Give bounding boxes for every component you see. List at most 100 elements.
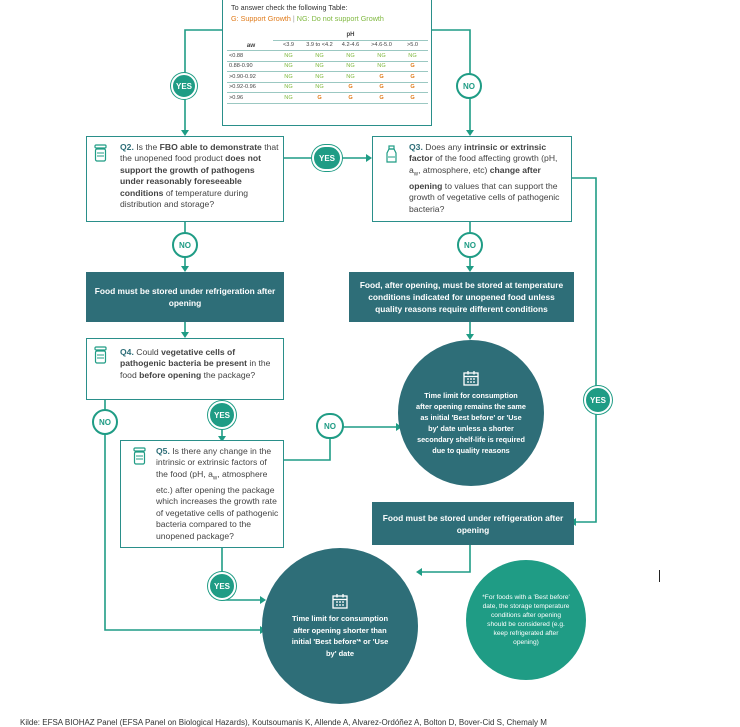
q5-number: Q5. <box>156 446 170 456</box>
growth-cell: NG <box>273 50 304 62</box>
q4-text-part: Could <box>133 347 162 357</box>
q3-bold-part: intrinsic or extrinsic factor <box>409 142 547 164</box>
jar-icon <box>133 447 146 465</box>
yes-badge-q4: YES <box>208 401 236 429</box>
time-limit-shorter-circle: Time limit for consumption after opening… <box>262 548 418 704</box>
q2-bold-part: does not support the growth of pathogens… <box>120 153 261 198</box>
legend-no-growth: NG: Do not support Growth <box>296 14 384 23</box>
growth-cell: NG <box>366 50 397 62</box>
time-limit-shorter-text: Time limit for consumption after opening… <box>291 614 389 658</box>
question-q3: Q3. Does any intrinsic or extrinsic fact… <box>372 136 572 222</box>
no-badge-q3-bottom: NO <box>457 232 483 258</box>
growth-cell: G <box>366 82 397 93</box>
q5-subscript: w <box>212 475 218 482</box>
time-limit-same-circle: Time limit for consumption after opening… <box>398 340 544 486</box>
growth-table: To answer check the following Table: G: … <box>222 0 432 126</box>
growth-cell: G <box>304 92 335 104</box>
jar-icon <box>94 346 107 364</box>
store-refrigerated-box-right: Food must be stored under refrigeration … <box>372 502 574 545</box>
yes-badge-q3: YES <box>584 386 612 414</box>
aw-range-cell: >0.90-0.92 <box>227 71 273 83</box>
growth-cell: G <box>397 92 428 104</box>
yes-badge-q5: YES <box>208 572 236 600</box>
best-before-note-text: *For foods with a 'Best before' date, th… <box>482 594 570 646</box>
growth-cell: NG <box>366 61 397 72</box>
question-q5: Q5. Is there any change in the intrinsic… <box>120 440 284 548</box>
growth-cell: NG <box>335 61 366 72</box>
yes-badge-q2: YES <box>171 73 197 99</box>
q3-text-part: to values that can support the growth of… <box>409 180 560 214</box>
aw-header: aw <box>227 40 273 51</box>
growth-cell: G <box>397 82 428 93</box>
q2-text-part: that the unopened food product <box>120 142 279 164</box>
q3-subscript: w <box>413 171 419 178</box>
growth-cell: NG <box>304 61 335 72</box>
time-limit-same-text: Time limit for consumption after opening… <box>416 391 526 455</box>
no-badge-q5: NO <box>316 413 344 439</box>
ph-col-header: 4.2-4.6 <box>335 40 366 51</box>
no-badge-q4: NO <box>92 409 118 435</box>
growth-cell: NG <box>335 50 366 62</box>
text-cursor <box>659 570 660 582</box>
calendar-icon <box>463 371 479 386</box>
growth-cell: G <box>366 92 397 104</box>
q4-text-part: in the food <box>120 358 271 380</box>
ph-col-header: >5.0 <box>397 40 428 51</box>
growth-cell: NG <box>273 82 304 93</box>
growth-cell: NG <box>304 82 335 93</box>
growth-cell: G <box>366 71 397 83</box>
q3-text-part: of the food affecting growth (pH, a <box>409 153 558 175</box>
q3-text-part: , atmosphere, etc) <box>418 164 490 175</box>
legend-separator: | <box>290 14 297 23</box>
q5-text-part: Is there any change in the intrinsic or … <box>156 446 272 479</box>
q4-text-part: the package? <box>201 369 256 380</box>
q2-text-part: of temperature during distribution and s… <box>120 187 249 210</box>
growth-cell: G <box>335 92 366 104</box>
table-intro: To answer check the following Table: <box>231 3 348 12</box>
source-caption: Kilde: EFSA BIOHAZ Panel (EFSA Panel on … <box>20 718 547 727</box>
store-as-unopened-box: Food, after opening, must be stored at t… <box>349 272 574 322</box>
growth-cell: NG <box>335 71 366 83</box>
best-before-note-circle: *For foods with a 'Best before' date, th… <box>466 560 586 680</box>
growth-cell: NG <box>304 50 335 62</box>
no-badge-q3: NO <box>456 73 482 99</box>
growth-cell: G <box>335 82 366 93</box>
ph-col-header: 3.9 to <4.2 <box>304 40 335 51</box>
ph-col-header: <3.9 <box>273 40 304 51</box>
q5-text: Q5. Is there any change in the intrinsic… <box>156 446 280 542</box>
ph-aw-table: pH aw <3.9 3.9 to <4.2 4.2-4.6 >4.6-5.0 … <box>227 30 428 104</box>
legend-growth: G: Support Growth <box>231 14 291 23</box>
growth-cell: NG <box>273 61 304 72</box>
ph-col-header: >4.6-5.0 <box>366 40 397 51</box>
aw-range-cell: >0.96 <box>227 92 273 104</box>
q2-bold-part: FBO able to demonstrate <box>159 142 262 152</box>
growth-cell: G <box>397 61 428 72</box>
question-q2: Q2. Is the FBO able to demonstrate that … <box>86 136 284 222</box>
aw-range-cell: <0.88 <box>227 50 273 62</box>
jar-icon <box>94 144 107 162</box>
q4-bold-part: before opening <box>139 369 202 380</box>
q5-text-part: , atmosphere etc.) after opening the pac… <box>156 468 279 541</box>
aw-range-cell: 0.88-0.90 <box>227 61 273 72</box>
question-q4: Q4. Could vegetative cells of pathogenic… <box>86 338 284 400</box>
bottle-icon <box>386 145 397 163</box>
q3-text-part: Does any <box>422 142 464 152</box>
ph-header: pH <box>273 30 428 41</box>
store-refrigerated-box-left: Food must be stored under refrigeration … <box>86 272 284 322</box>
growth-cell: NG <box>273 71 304 83</box>
q3-bold-part: change after opening <box>409 164 541 191</box>
growth-cell: NG <box>397 50 428 62</box>
q4-number: Q4. <box>120 347 134 357</box>
yes-badge-q2-q3: YES <box>312 145 342 171</box>
q2-text: Q2. Is the FBO able to demonstrate that … <box>120 142 280 210</box>
q4-text: Q4. Could vegetative cells of pathogenic… <box>120 347 280 381</box>
q2-number: Q2. <box>120 142 134 152</box>
q4-bold-part: vegetative cells of pathogenic bacteria … <box>120 347 248 369</box>
growth-cell: G <box>397 71 428 83</box>
